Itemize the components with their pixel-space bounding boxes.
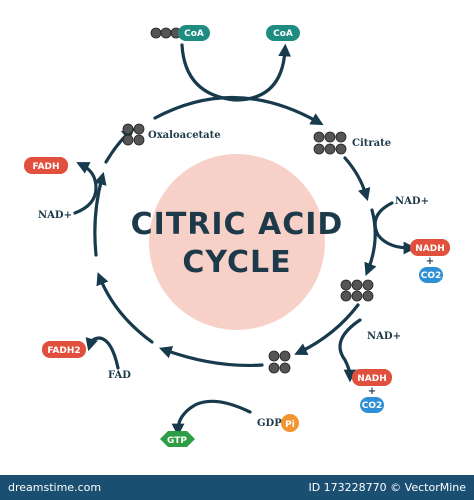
nad-top-label: NAD+ [395, 196, 429, 207]
nadh-top-pill [410, 239, 450, 256]
footer-id-label: ID 173228770 © VectorMine [308, 481, 466, 494]
pi-label: Pi [285, 420, 295, 430]
co2-mid-label: CO2 [362, 401, 383, 411]
arrow-fad-to-fadh2 [85, 336, 120, 370]
coa-out-label: CoA [273, 29, 293, 39]
arrow-nad-to-nadh-top [373, 201, 417, 255]
nad-left-label: NAD+ [38, 210, 72, 221]
arrow-fumarate-to-malate [93, 171, 107, 257]
molecule-citrate [313, 131, 347, 155]
footer-bar: dreamstime.com ID 173228770 © VectorMine [0, 475, 474, 500]
coa-in-label: CoA [184, 29, 204, 39]
fadh-left-pill [24, 157, 68, 174]
center-circle [149, 154, 325, 330]
coa-out-pill [266, 25, 300, 41]
gtp-hexagon [160, 431, 195, 447]
arrow-gdp-to-gtp [171, 399, 252, 437]
arrow-oxaloacetate-to-citrate [153, 95, 324, 126]
fadh2-pill [42, 341, 86, 358]
pi-badge [281, 414, 299, 432]
fadh2-label: FADH2 [47, 346, 80, 356]
arrow-nad-to-nadh-mid [338, 318, 362, 383]
nadh-mid-pill [352, 369, 392, 386]
co2-top-label: CO2 [421, 271, 442, 281]
molecule-succinyl [268, 350, 291, 374]
arrow-isocitrate-to-ketoglutarate [364, 208, 377, 276]
nadh-top-label: NADH [415, 244, 445, 254]
arrow-succinate-to-fumarate [96, 272, 154, 344]
nadh-mid-label: NADH [357, 374, 387, 384]
title-line-1: CITRIC ACID [131, 207, 344, 242]
arrow-coa-branch [180, 43, 292, 102]
arrow-citrate-to-isocitrate [343, 156, 371, 202]
co2-top-pill [419, 267, 443, 283]
co2-mid-pill [360, 397, 384, 413]
arrow-ketoglutarate-to-succinylcoa [294, 303, 360, 355]
plus-top: + [426, 256, 434, 267]
footer-site-label[interactable]: dreamstime.com [8, 481, 102, 494]
molecule-ketoglutarate [340, 279, 374, 302]
oxaloacetate-label: Oxaloacetate [148, 130, 221, 141]
plus-mid: + [368, 386, 376, 397]
arrow-succinylcoa-to-succinate [158, 346, 264, 367]
nad-mid-label: NAD+ [367, 331, 401, 342]
coa-in-pill [178, 25, 210, 41]
citrate-label: Citrate [352, 138, 391, 149]
gtp-label: GTP [167, 436, 187, 446]
fadh-left-label: FADH [32, 162, 59, 172]
gdp-label: GDP [257, 418, 282, 429]
molecule-coa-in [150, 27, 182, 39]
arrow-nad-to-fadh-left [73, 162, 98, 215]
fad-label: FAD [108, 370, 131, 381]
molecule-oxaloacetate [122, 123, 145, 146]
title-line-2: CYCLE [182, 245, 291, 280]
